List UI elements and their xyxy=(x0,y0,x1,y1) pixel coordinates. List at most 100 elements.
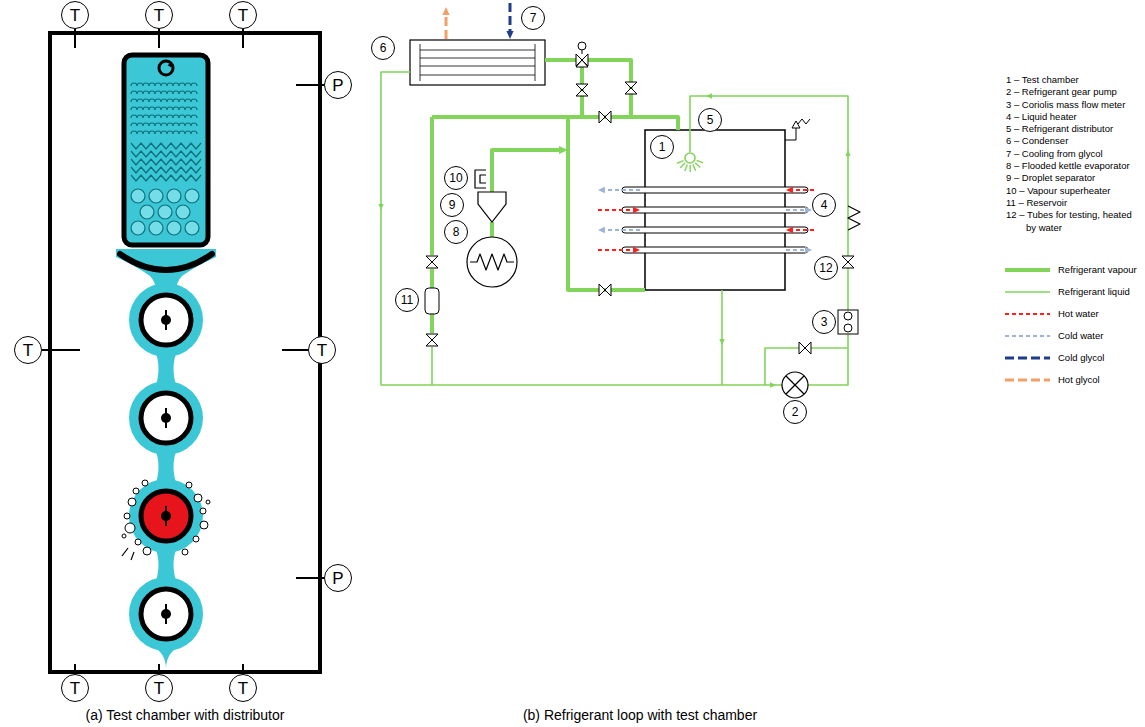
callout-circle: 8 xyxy=(444,220,468,244)
callout-number: 9 xyxy=(449,199,456,211)
arrowhead xyxy=(706,93,712,98)
valve-actuator xyxy=(582,50,583,54)
liquid-film xyxy=(154,544,178,586)
callout-number: 8 xyxy=(453,226,460,238)
callout-number: 4 xyxy=(821,199,828,211)
distributor-coil xyxy=(131,131,197,134)
arrowhead xyxy=(633,247,640,253)
arrowhead xyxy=(168,62,172,67)
sensor-circle: T xyxy=(308,336,336,364)
sensor-circle: T xyxy=(14,336,42,364)
condenser-tube xyxy=(420,58,535,59)
arrowhead xyxy=(786,187,793,193)
evaporator xyxy=(467,237,517,287)
callout-number: 1 xyxy=(659,141,666,153)
distributor-zigzag xyxy=(131,143,201,149)
valve-symbol xyxy=(599,284,605,296)
valve-symbol xyxy=(625,88,637,94)
caption: (b) Refrigerant loop with test chamber xyxy=(523,707,757,723)
evaporator-coil xyxy=(470,254,514,270)
sensor-circle: T xyxy=(229,1,257,29)
cold-glycol-line xyxy=(509,3,512,31)
arrowhead xyxy=(559,146,568,154)
distributor-coil xyxy=(131,91,197,94)
spray-line xyxy=(685,164,688,170)
arrowhead xyxy=(506,31,513,39)
distributor-ball xyxy=(167,221,181,235)
sensor-label: P xyxy=(332,570,343,587)
legend-text: Hot water xyxy=(1058,307,1099,321)
valve-symbol xyxy=(576,84,588,90)
parts-list: 1 – Test chamber2 – Refrigerant gear pum… xyxy=(1006,74,1138,234)
legend-sample xyxy=(1005,268,1050,272)
cold-water-line xyxy=(786,249,805,251)
callout-number: 6 xyxy=(380,42,387,54)
valve-symbol xyxy=(799,342,805,354)
distributor-zigzag xyxy=(131,159,201,165)
legend-text: Cold glycol xyxy=(1058,351,1104,365)
arrowhead xyxy=(786,227,793,233)
thermocouple xyxy=(165,408,167,428)
flow-meter xyxy=(844,312,852,320)
superheater xyxy=(475,170,486,188)
distributor-coil xyxy=(131,123,197,126)
callout-number: 10 xyxy=(449,172,462,184)
cold-water-line xyxy=(605,189,640,191)
vapour-bubble xyxy=(182,549,188,555)
relief-pipe xyxy=(785,128,796,140)
hot-glycol-line xyxy=(445,15,448,39)
callout-number: 7 xyxy=(530,12,537,24)
arrowhead xyxy=(598,187,605,193)
caption: (a) Test chamber with distributor xyxy=(86,707,285,723)
arrowhead xyxy=(442,7,449,15)
part-list-item: 4 – Liquid heater xyxy=(1006,111,1138,123)
thermocouple xyxy=(165,604,167,624)
part-list-item: 6 – Condenser xyxy=(1006,135,1138,147)
sensor-label: T xyxy=(154,7,164,24)
condenser-tube xyxy=(420,50,535,51)
test-tube xyxy=(141,491,191,541)
callout-circle: 3 xyxy=(812,310,836,334)
legend-text: Cold water xyxy=(1058,329,1103,343)
vapour-pipe xyxy=(545,58,576,62)
hot-water-line xyxy=(793,229,814,231)
callout-circle: 6 xyxy=(371,36,395,60)
distributor-head xyxy=(685,153,695,163)
liquid-pipe xyxy=(431,347,433,385)
condenser-tube xyxy=(420,66,535,67)
distributor-zigzag xyxy=(131,167,201,173)
part-list-item: 9 – Droplet separator xyxy=(1006,172,1138,184)
test-tube xyxy=(622,187,808,193)
distributor-coil xyxy=(131,115,197,118)
vapour-bubble xyxy=(124,513,130,519)
valve-symbol xyxy=(605,111,611,123)
sensor-circle: T xyxy=(145,1,173,29)
distributor-zigzag xyxy=(131,151,201,157)
part-list-item: 1 – Test chamber xyxy=(1006,74,1138,86)
vapour-pipe xyxy=(588,60,631,117)
sensor-label: P xyxy=(332,77,343,94)
flow-meter xyxy=(844,324,852,332)
distributor-inlet xyxy=(159,61,173,75)
sensor-label: T xyxy=(238,7,248,24)
distributor-ball xyxy=(176,205,190,219)
condenser-tube xyxy=(420,44,421,81)
legend-text: Refrigerant vapour xyxy=(1058,263,1137,277)
callout-circle: 4 xyxy=(812,193,836,217)
vapour-bubble xyxy=(142,480,148,486)
vapour-pipe xyxy=(490,222,494,237)
liquid-film xyxy=(129,479,203,553)
valve-symbol xyxy=(625,82,637,88)
spray-line xyxy=(689,165,691,172)
liquid-film xyxy=(129,283,203,357)
spray-line xyxy=(680,163,685,168)
valve-symbol xyxy=(599,111,605,123)
splash-mark xyxy=(131,552,134,560)
condenser xyxy=(410,40,545,85)
sensor-circle: P xyxy=(324,564,352,592)
splash-mark xyxy=(122,548,128,556)
distributor-zigzag xyxy=(131,175,201,181)
valve-symbol xyxy=(842,262,854,268)
superheater xyxy=(480,175,486,183)
